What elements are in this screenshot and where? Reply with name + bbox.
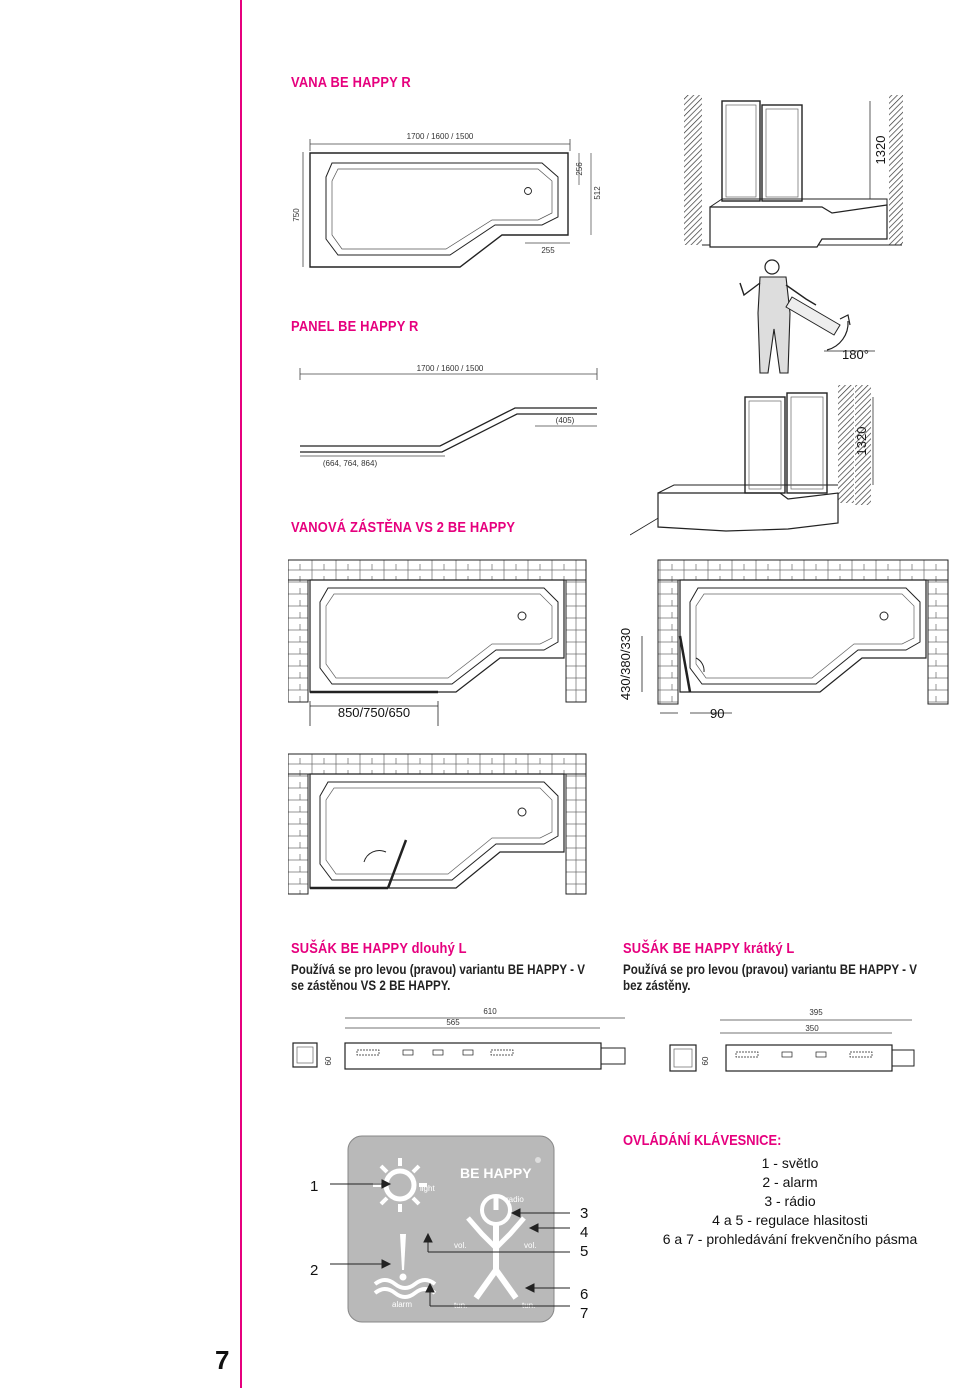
susak-long-plan bbox=[288, 753, 587, 895]
radio-icon bbox=[466, 1194, 526, 1300]
margin-rule bbox=[240, 0, 242, 1388]
callout-3: 3 bbox=[580, 1205, 589, 1222]
vol-left-label: vol. bbox=[454, 1241, 466, 1250]
panel-405-label: (405) bbox=[556, 416, 575, 425]
callout-6: 6 bbox=[580, 1286, 589, 1303]
vana-255-label: 255 bbox=[541, 246, 555, 255]
susak-short-desc-1: Používá se pro levou (pravou) variantu B… bbox=[623, 962, 917, 977]
susak-short-395-label: 395 bbox=[809, 1008, 823, 1017]
callout-1: 1 bbox=[310, 1178, 319, 1195]
alarm-label: alarm bbox=[392, 1300, 412, 1309]
bathtub-top-view: 1700 / 1600 / 1500 750 256 512 255 bbox=[292, 132, 602, 268]
vana-512-label: 512 bbox=[593, 186, 602, 200]
panel-664-label: (664, 764, 864) bbox=[323, 459, 378, 468]
vana-256-label: 256 bbox=[575, 162, 584, 176]
alarm-icon bbox=[373, 1234, 437, 1299]
susak-short-profile: 395 350 60 bbox=[669, 1008, 915, 1072]
callout-2: 2 bbox=[310, 1262, 319, 1279]
zastena-90-label: 90 bbox=[710, 706, 724, 721]
page-number: 7 bbox=[215, 1345, 230, 1375]
screen-perspective-mid: 1320 bbox=[630, 385, 874, 536]
susak-long-565-label: 565 bbox=[446, 1018, 460, 1027]
controls-item-2: 2 - alarm bbox=[762, 1174, 818, 1190]
keypad-illustration: light BE HAPPY alarm radio vol. vol. tun… bbox=[330, 1135, 570, 1323]
susak-short-60-label: 60 bbox=[701, 1056, 710, 1065]
controls-item-4: 4 a 5 - regulace hlasitosti bbox=[712, 1212, 868, 1228]
panel-length-label: 1700 / 1600 / 1500 bbox=[417, 364, 484, 373]
zastena-plan-right: 430/380/330 90 bbox=[618, 559, 949, 721]
zastena-plan-left: 850/750/650 bbox=[288, 559, 587, 726]
zastena-width-label: 850/750/650 bbox=[338, 705, 410, 720]
controls-item-3: 3 - rádio bbox=[764, 1193, 816, 1209]
callout-4: 4 bbox=[580, 1224, 589, 1241]
susak-long-profile: 610 565 60 bbox=[292, 1007, 626, 1070]
susak-short-title: SUŠÁK BE HAPPY krátký L bbox=[623, 940, 795, 957]
susak-long-610-label: 610 bbox=[483, 1007, 497, 1016]
susak-long-desc-1: Používá se pro levou (pravou) variantu B… bbox=[291, 962, 585, 977]
controls-list: 1 - světlo 2 - alarm 3 - rádio 4 a 5 - r… bbox=[640, 1154, 940, 1249]
susak-long-60-label: 60 bbox=[324, 1056, 333, 1065]
light-label: light bbox=[420, 1184, 435, 1193]
susak-long-title: SUŠÁK BE HAPPY dlouhý L bbox=[291, 940, 467, 957]
controls-item-5: 6 a 7 - prohledávání frekvenčního pásma bbox=[662, 1231, 918, 1247]
person-illustration: 180° bbox=[739, 259, 875, 374]
screen-perspective-top: 1320 bbox=[684, 95, 903, 248]
zastena-title: VANOVÁ ZÁSTĚNA VS 2 BE HAPPY bbox=[291, 519, 516, 536]
controls-title: OVLÁDÁNÍ KLÁVESNICE: bbox=[623, 1132, 782, 1149]
vana-width-label: 750 bbox=[292, 208, 301, 222]
h1320-top-label: 1320 bbox=[873, 136, 888, 165]
controls-item-1: 1 - světlo bbox=[761, 1155, 819, 1171]
panel-profile: 1700 / 1600 / 1500 (664, 764, 864) (405) bbox=[299, 364, 598, 468]
radio-label: radio bbox=[506, 1195, 524, 1204]
brand-label: BE HAPPY bbox=[460, 1165, 532, 1181]
vana-title: VANA BE HAPPY R bbox=[291, 74, 411, 91]
susak-long-desc-2: se zástěnou VS 2 BE HAPPY. bbox=[291, 978, 451, 993]
angle-label: 180° bbox=[842, 347, 869, 362]
susak-short-350-label: 350 bbox=[805, 1024, 819, 1033]
zastena-depth-label: 430/380/330 bbox=[618, 628, 633, 700]
callout-7: 7 bbox=[580, 1305, 589, 1322]
panel-title: PANEL BE HAPPY R bbox=[291, 318, 419, 335]
callout-5: 5 bbox=[580, 1243, 589, 1260]
susak-short-desc-2: bez zástěny. bbox=[623, 978, 691, 993]
vana-length-label: 1700 / 1600 / 1500 bbox=[407, 132, 474, 141]
vol-right-label: vol. bbox=[524, 1241, 536, 1250]
